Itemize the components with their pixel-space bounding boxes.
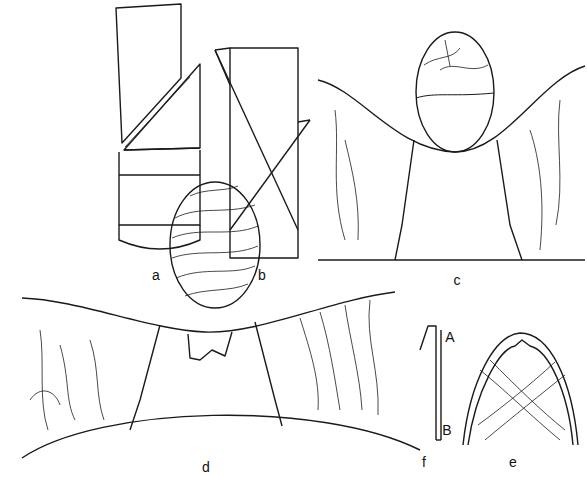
figure-label: e <box>509 455 517 469</box>
specimen-f <box>420 326 441 440</box>
figure-label: b <box>258 268 266 282</box>
figure-label: f <box>422 455 426 469</box>
figure-label: c <box>454 273 461 287</box>
specimen-b <box>215 48 310 258</box>
specimen-a <box>116 4 200 249</box>
specimen-c <box>318 32 585 260</box>
specimen-d <box>22 182 420 458</box>
figure-label: d <box>202 460 210 474</box>
specimen-e <box>463 333 578 445</box>
figure-label: B <box>442 423 451 437</box>
figure-label: a <box>152 268 160 282</box>
figure-label: A <box>445 330 454 344</box>
